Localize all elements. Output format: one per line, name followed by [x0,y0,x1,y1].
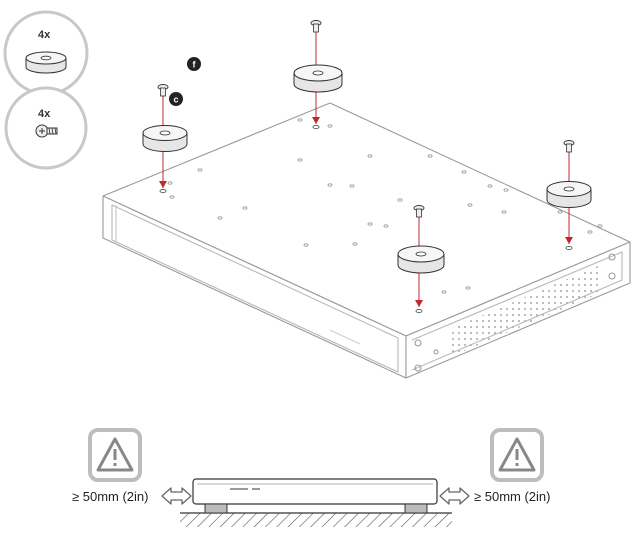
screw-icon [35,124,58,138]
screw-icon [563,140,575,153]
device-chassis [102,102,631,379]
plate-holes [167,118,603,294]
feet-part-card: 4x [3,10,89,96]
screw-part-card: 4x [4,86,88,170]
screw-icon [157,84,169,97]
mounting-surface [180,513,452,527]
rubber-foot-icon [142,125,188,152]
left-clearance-arrow [161,487,192,505]
screw-quantity: 4x [38,108,51,120]
feet-quantity: 4x [38,29,51,41]
screw-icon [310,20,322,33]
warning-triangle-icon [88,428,142,482]
svg-text:f: f [193,60,197,70]
callout-f-badge: f [187,57,201,71]
svg-text:c: c [173,95,178,105]
parts-legend: 4x 4x [3,10,89,170]
rubber-foot-icon [397,245,445,274]
rubber-foot-icon [25,51,67,74]
foot-assembly-right [546,140,592,251]
screw-icon [413,205,425,218]
device-side-view [192,478,438,514]
foot-assembly-left [142,84,188,194]
foot-assembly-front [397,205,445,314]
warning-triangle-icon [490,428,544,482]
right-clearance-label: ≥ 50mm (2in) [474,489,550,504]
rubber-foot-icon [293,64,343,93]
rubber-foot-icon [546,181,592,208]
foot-assembly-top [293,20,343,130]
left-clearance-label: ≥ 50mm (2in) [72,489,148,504]
clearance-diagram: ≥ 50mm (2in) ≥ 50mm (2in) [72,428,550,527]
callout-c-badge: c [169,92,183,106]
right-clearance-arrow [439,487,470,505]
